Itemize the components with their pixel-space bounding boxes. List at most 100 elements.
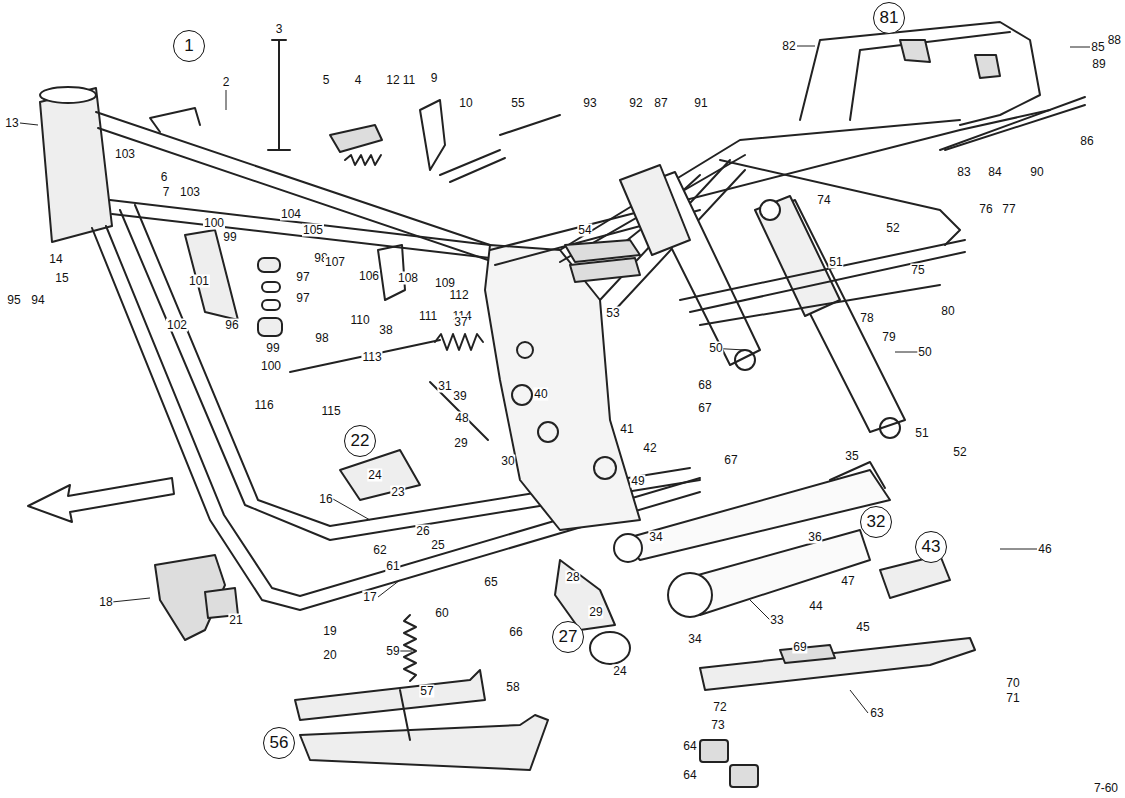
callout-number: 40 (533, 388, 548, 401)
callout-number: 106 (358, 270, 380, 283)
callout-number: 113 (361, 351, 382, 364)
callout-number: 24 (612, 665, 627, 678)
callout-number: 100 (203, 217, 225, 230)
callout-number: 96 (224, 319, 239, 332)
callout-number: 53 (605, 307, 620, 320)
callout-number: 11 (402, 74, 416, 87)
callout-number: 6 (160, 171, 169, 184)
callout-number: 60 (434, 607, 449, 620)
callout-number: 34 (687, 633, 702, 646)
callout-number: 48 (454, 412, 469, 425)
callout-number: 29 (588, 606, 603, 619)
callout-number: 74 (816, 194, 831, 207)
callout-number: 50 (708, 342, 723, 355)
callout-number: 66 (508, 626, 523, 639)
callout-number: 52 (952, 446, 967, 459)
callout-number: 95 (6, 294, 21, 307)
callout-number: 102 (166, 319, 188, 332)
callout-number: 13 (4, 117, 19, 130)
callout-number: 97 (295, 271, 310, 284)
callout-number: 67 (697, 402, 712, 415)
group-circle: 81 (873, 2, 905, 34)
callout-number: 91 (693, 97, 708, 110)
group-circle: 32 (860, 506, 892, 538)
callout-number: 20 (322, 649, 337, 662)
group-number: 1 (184, 36, 193, 56)
callout-number: 101 (188, 275, 210, 288)
callout-number: 10 (458, 97, 473, 110)
callout-number: 5 (322, 74, 331, 87)
callout-number: 104 (280, 208, 302, 221)
callout-number: 87 (653, 97, 668, 110)
callout-number: 94 (30, 294, 45, 307)
callout-number: 64 (682, 740, 697, 753)
callout-number: 44 (808, 600, 823, 613)
callout-number: 54 (577, 224, 592, 237)
callout-number: 107 (324, 256, 346, 269)
callout-number: 17 (362, 591, 377, 604)
callout-number: 110 (349, 314, 370, 327)
callout-number: 16 (318, 493, 333, 506)
callout-number: 39 (452, 390, 467, 403)
callout-number: 50 (917, 346, 932, 359)
callout-number: 30 (500, 455, 515, 468)
callout-number: 57 (419, 685, 434, 698)
callout-number: 64 (682, 769, 697, 782)
callout-number: 47 (840, 575, 855, 588)
callout-number: 52 (885, 222, 900, 235)
callout-number: 26 (415, 525, 430, 538)
callout-number: 46 (1037, 543, 1052, 556)
callout-number: 36 (807, 531, 822, 544)
callout-number: 21 (228, 614, 243, 627)
callout-number: 108 (397, 272, 419, 285)
callout-number: 89 (1091, 58, 1106, 71)
callout-number: 18 (98, 596, 113, 609)
callout-number: 63 (869, 707, 884, 720)
group-circle: 27 (552, 621, 584, 653)
callout-number: 111 (418, 310, 438, 323)
callout-number: 51 (914, 427, 929, 440)
group-number: 81 (880, 8, 899, 28)
callout-number: 99 (265, 342, 280, 355)
group-circle: 1 (173, 30, 205, 62)
callout-number: 78 (859, 312, 874, 325)
callout-number: 19 (322, 625, 337, 638)
callout-number: 68 (697, 379, 712, 392)
callout-number: 112 (448, 289, 469, 302)
callout-number: 75 (910, 264, 925, 277)
callout-number: 28 (565, 571, 580, 584)
callout-number: 90 (1029, 166, 1044, 179)
callout-number: 88 (1107, 34, 1122, 47)
callout-number: 99 (222, 231, 237, 244)
group-circle: 56 (263, 727, 295, 759)
callout-number: 15 (54, 272, 69, 285)
callout-number: 25 (430, 539, 445, 552)
callout-number: 7-60 (1093, 782, 1119, 795)
callout-number: 45 (855, 621, 870, 634)
callout-number: 38 (378, 324, 393, 337)
callout-number: 2 (222, 76, 231, 89)
callout-number: 58 (505, 681, 520, 694)
callout-number: 24 (367, 469, 382, 482)
callout-number: 80 (940, 305, 955, 318)
callout-number: 103 (179, 186, 201, 199)
callout-number: 23 (390, 486, 405, 499)
callout-number: 69 (792, 641, 807, 654)
callout-number: 51 (828, 256, 843, 269)
group-number: 56 (270, 733, 289, 753)
callout-number: 116 (253, 399, 274, 412)
callout-number: 105 (302, 224, 324, 237)
callout-number: 92 (628, 97, 643, 110)
callout-number: 93 (582, 97, 597, 110)
callout-number: 82 (781, 40, 796, 53)
group-number: 27 (559, 627, 578, 647)
callout-number: 79 (881, 331, 896, 344)
callout-number: 70 (1005, 677, 1020, 690)
callout-number: 9 (430, 72, 439, 85)
callout-number: 41 (619, 423, 634, 436)
callout-number: 29 (453, 437, 468, 450)
callout-number: 12 (385, 74, 400, 87)
group-number: 22 (351, 431, 370, 451)
callout-number: 7 (162, 186, 171, 199)
